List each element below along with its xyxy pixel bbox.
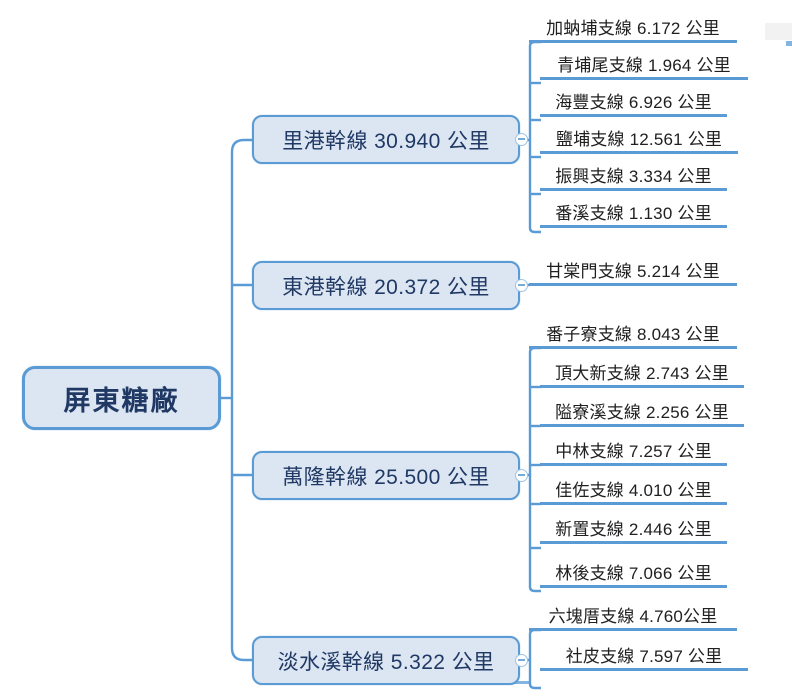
branch-node-label: 萬隆幹線 25.500 公里	[282, 465, 490, 489]
leaf-node[interactable]: 新置支線 2.446 公里	[540, 513, 727, 544]
clipped-connector-artifact-right	[786, 41, 792, 46]
leaf-node-label: 新置支線 2.446 公里	[555, 520, 712, 539]
leaf-node-label: 鹽埔支線 12.561 公里	[555, 130, 723, 149]
leaf-node[interactable]: 隘寮溪支線 2.256 公里	[540, 396, 744, 427]
root-node-label: 屏東糖廠	[63, 385, 180, 416]
branch-node-wanlong[interactable]: 萬隆幹線 25.500 公里	[252, 451, 520, 500]
leaf-node-label: 番溪支線 1.130 公里	[555, 204, 712, 223]
branch-node-danshuixi[interactable]: 淡水溪幹線 5.322 公里	[252, 636, 520, 685]
clipped-node-artifact-top-right	[765, 23, 792, 40]
collapse-toggle-ligang[interactable]	[515, 133, 528, 146]
leaf-node-label: 六塊厝支線 4.760公里	[548, 607, 718, 626]
leaf-node[interactable]: 海豐支線 6.926 公里	[540, 86, 727, 117]
leaf-node-label: 頂大新支線 2.743 公里	[555, 364, 729, 383]
branch-node-donggang[interactable]: 東港幹線 20.372 公里	[252, 261, 520, 310]
leaf-node[interactable]: 番溪支線 1.130 公里	[540, 197, 727, 228]
leaf-node[interactable]: 加蚋埔支線 6.172 公里	[529, 12, 737, 43]
branch-node-label: 里港幹線 30.940 公里	[282, 129, 490, 153]
leaf-node-label: 甘棠門支線 5.214 公里	[546, 262, 720, 281]
leaf-node[interactable]: 甘棠門支線 5.214 公里	[529, 255, 737, 286]
leaf-node-label: 社皮支線 7.597 公里	[565, 647, 723, 666]
leaf-node-label: 青埔尾支線 1.964 公里	[557, 56, 731, 75]
leaf-node-label: 林後支線 7.066 公里	[555, 564, 712, 583]
collapse-toggle-wanlong[interactable]	[515, 469, 528, 482]
leaf-node-label: 佳佐支線 4.010 公里	[555, 481, 712, 500]
leaf-node[interactable]: 鹽埔支線 12.561 公里	[540, 123, 738, 154]
collapse-toggle-donggang[interactable]	[515, 279, 528, 292]
branch-node-label: 淡水溪幹線 5.322 公里	[277, 650, 495, 674]
branch-node-ligang[interactable]: 里港幹線 30.940 公里	[252, 115, 520, 164]
leaf-node[interactable]: 社皮支線 7.597 公里	[540, 640, 748, 671]
leaf-node-label: 隘寮溪支線 2.256 公里	[555, 403, 729, 422]
leaf-node[interactable]: 青埔尾支線 1.964 公里	[540, 49, 748, 80]
root-node[interactable]: 屏東糖廠	[22, 366, 221, 430]
leaf-node-label: 加蚋埔支線 6.172 公里	[546, 19, 720, 38]
leaf-node[interactable]: 中林支線 7.257 公里	[540, 435, 727, 466]
branch-node-label: 東港幹線 20.372 公里	[282, 275, 490, 299]
leaf-node-label: 番子寮支線 8.043 公里	[546, 325, 720, 344]
leaf-node[interactable]: 頂大新支線 2.743 公里	[540, 357, 744, 388]
leaf-node[interactable]: 林後支線 7.066 公里	[540, 557, 727, 588]
leaf-node-label: 中林支線 7.257 公里	[555, 442, 712, 461]
leaf-node[interactable]: 六塊厝支線 4.760公里	[529, 600, 737, 631]
leaf-node[interactable]: 佳佐支線 4.010 公里	[540, 474, 727, 505]
collapse-toggle-danshuixi[interactable]	[515, 654, 528, 667]
leaf-node[interactable]: 振興支線 3.334 公里	[540, 160, 727, 191]
leaf-node-label: 海豐支線 6.926 公里	[555, 93, 712, 112]
leaf-node[interactable]: 番子寮支線 8.043 公里	[529, 318, 737, 349]
leaf-node-label: 振興支線 3.334 公里	[555, 167, 712, 186]
